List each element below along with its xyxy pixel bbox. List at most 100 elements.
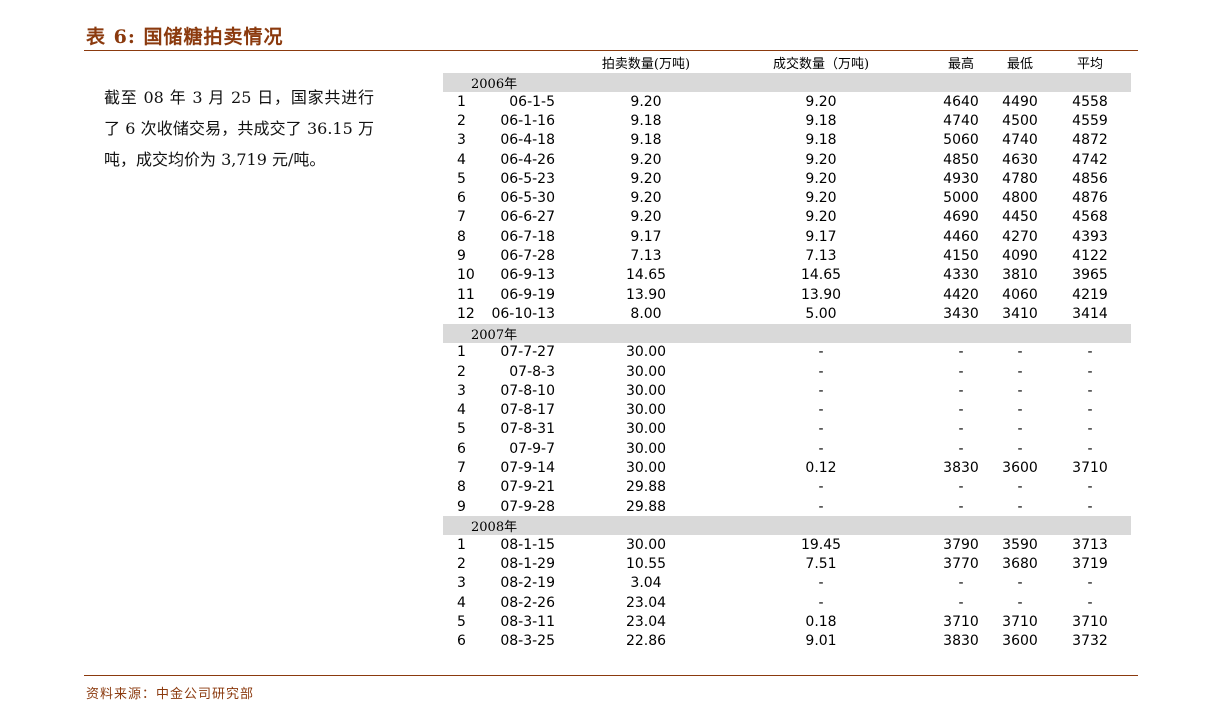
cell-highest: - [958,575,964,592]
cell-highest: 4420 [943,286,979,303]
cell-deal-volume: - [818,575,824,592]
cell-average: 4742 [1072,151,1108,168]
cell-index: 8 [457,479,466,496]
cell-highest: 4740 [943,112,979,129]
cell-deal-volume: 9.20 [805,93,837,110]
cell-date: 08-1-29 [500,556,555,573]
cell-date: 06-10-13 [491,305,555,322]
cell-highest: 3830 [943,633,979,650]
cell-lowest: - [1017,479,1023,496]
cell-lowest: 4270 [1002,228,1038,245]
cell-auction-volume: 9.18 [630,132,662,149]
cell-average: 4393 [1072,228,1108,245]
year-label: 2006年 [443,73,1131,92]
cell-auction-volume: 14.65 [625,267,667,284]
cell-auction-volume: 22.86 [625,633,667,650]
cell-highest: 3710 [943,614,979,631]
cell-index: 10 [457,267,475,284]
source-note: 资料来源：中金公司研究部 [86,687,255,702]
cell-average: 3719 [1072,556,1108,573]
cell-date: 06-9-13 [500,267,555,284]
cell-date: 07-8-17 [500,402,555,419]
cell-index: 11 [457,286,475,303]
cell-lowest: - [1017,421,1023,438]
cell-lowest: 3710 [1002,614,1038,631]
cell-average: 4568 [1072,209,1108,226]
cell-index: 2 [457,556,466,573]
cell-index: 5 [457,170,466,187]
cell-average: - [1087,363,1093,380]
cell-index: 1 [457,93,466,110]
cell-deal-volume: 13.90 [800,286,842,303]
cell-highest: 4330 [943,267,979,284]
cell-date: 08-3-25 [500,633,555,650]
title-divider [84,50,1138,51]
cell-date: 08-3-11 [500,614,555,631]
cell-highest: - [958,382,964,399]
cell-lowest: 4740 [1002,132,1038,149]
cell-average: 3710 [1072,614,1108,631]
cell-highest: - [958,594,964,611]
cell-deal-volume: 9.20 [805,170,837,187]
cell-date: 08-2-26 [500,594,555,611]
header-lowest: 最低 [1006,57,1033,72]
cell-auction-volume: 30.00 [625,459,667,476]
cell-average: - [1087,498,1093,515]
cell-date: 06-9-19 [500,286,555,303]
cell-average: 3710 [1072,459,1108,476]
cell-auction-volume: 30.00 [625,344,667,361]
cell-highest: - [958,402,964,419]
cell-auction-volume: 30.00 [625,363,667,380]
header-date [483,52,581,73]
cell-deal-volume: - [818,421,824,438]
cell-lowest: 3810 [1002,267,1038,284]
cell-auction-volume: 3.04 [630,575,662,592]
cell-average: 4856 [1072,170,1108,187]
cell-index: 6 [457,190,466,207]
cell-date: 06-7-28 [500,248,555,265]
cell-date: 07-9-7 [509,440,555,457]
cell-lowest: - [1017,382,1023,399]
cell-index: 1 [457,344,466,361]
cell-auction-volume: 9.17 [630,228,662,245]
cell-average: 4876 [1072,190,1108,207]
cell-index: 5 [457,421,466,438]
cell-auction-volume: 29.88 [625,479,667,496]
cell-date: 08-1-15 [500,536,555,553]
cell-lowest: - [1017,344,1023,361]
cell-lowest: 4090 [1002,248,1038,265]
cell-date: 06-7-18 [500,228,555,245]
cell-deal-volume: - [818,382,824,399]
cell-highest: - [958,440,964,457]
cell-deal-volume: 9.01 [805,633,837,650]
cell-deal-volume: 19.45 [800,536,842,553]
cell-deal-volume: - [818,402,824,419]
cell-index: 6 [457,440,466,457]
cell-auction-volume: 9.20 [630,93,662,110]
cell-highest: 4460 [943,228,979,245]
cell-highest: 4150 [943,248,979,265]
cell-average: 4559 [1072,112,1108,129]
cell-lowest: 3590 [1002,536,1038,553]
cell-highest: 3830 [943,459,979,476]
cell-deal-volume: 7.13 [805,248,837,265]
cell-index: 2 [457,112,466,129]
cell-lowest: 4500 [1002,112,1038,129]
cell-auction-volume: 7.13 [630,248,662,265]
cell-average: - [1087,479,1093,496]
cell-deal-volume: 5.00 [805,305,837,322]
